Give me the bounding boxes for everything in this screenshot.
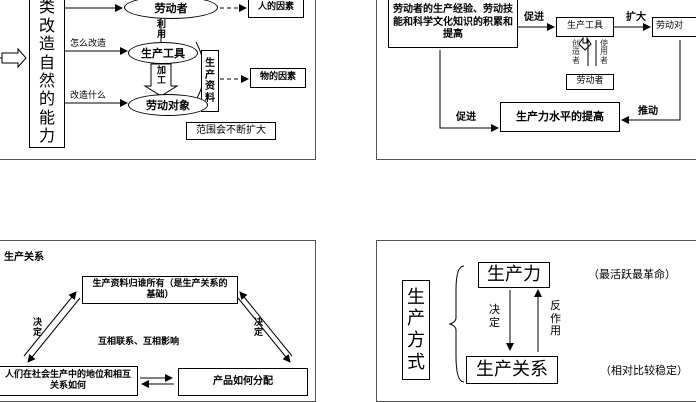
relations-title: 生产关系 bbox=[4, 252, 44, 263]
decide-label: 决 定 bbox=[489, 303, 500, 329]
means-char: 资 bbox=[205, 81, 215, 92]
decide-left-label: 决 定 bbox=[33, 318, 42, 339]
how-label: 怎么改造 bbox=[70, 39, 107, 49]
mode-char: 方 bbox=[407, 330, 425, 351]
ability-char: 的 bbox=[38, 89, 55, 109]
use-char: 用 bbox=[157, 30, 167, 41]
process-label: 加 工 bbox=[157, 66, 166, 87]
tools-box-label: 生产工具 bbox=[566, 21, 603, 32]
level-box: 生产力水平的提高 bbox=[500, 102, 620, 132]
decide-char: 定 bbox=[489, 315, 500, 329]
promote-bottom-label: 促进 bbox=[456, 112, 476, 123]
mode-char: 式 bbox=[407, 351, 425, 373]
distribution-label: 产品如何分配 bbox=[213, 375, 273, 387]
human-factor-box: 人的因素 bbox=[248, 0, 304, 18]
tools-label: 生产工具 bbox=[141, 47, 185, 60]
material-factor-label: 物的因素 bbox=[259, 72, 296, 83]
labor-person-label: 劳动者 bbox=[154, 1, 188, 15]
creator-char: 创 bbox=[572, 39, 580, 48]
decide-char: 定 bbox=[33, 328, 43, 339]
ability-char: 力 bbox=[38, 126, 55, 146]
user-char: 使 bbox=[600, 39, 608, 48]
ownership-box: 生产资料归谁所有（是生产关系的基础） bbox=[82, 276, 238, 304]
ability-char: 造 bbox=[38, 34, 55, 54]
forces-label: 生产力 bbox=[487, 263, 541, 285]
creator-label: 创 造 者 bbox=[572, 39, 580, 65]
level-label: 生产力水平的提高 bbox=[516, 110, 604, 124]
react-char: 反 bbox=[550, 299, 561, 312]
ability-char: 然 bbox=[38, 71, 55, 90]
decide-char: 定 bbox=[254, 328, 264, 339]
user-char: 用 bbox=[600, 47, 608, 57]
creator-char: 造 bbox=[572, 47, 580, 57]
status-label: 人们在社会生产中的地位和相互关系如何 bbox=[5, 369, 132, 391]
process-char: 加 bbox=[157, 66, 167, 76]
decide-char: 决 bbox=[489, 303, 500, 316]
tools-ellipse: 生产工具 bbox=[128, 42, 198, 64]
ability-char: 类 bbox=[38, 0, 55, 17]
react-char: 作 bbox=[550, 311, 561, 325]
means-char: 料 bbox=[205, 92, 215, 104]
promote-top-label: 促进 bbox=[524, 12, 544, 23]
distribution-box: 产品如何分配 bbox=[178, 368, 308, 396]
process-char: 工 bbox=[157, 76, 167, 87]
drive-label: 推动 bbox=[638, 106, 658, 117]
forces-note: （最活跃最革命） bbox=[588, 268, 676, 281]
labor-object-box: 劳动对 bbox=[652, 17, 696, 37]
worker-label: 劳动者 bbox=[576, 76, 604, 87]
experience-label: 劳动者的生产经验、劳动技能和科学文化知识的积累和提高 bbox=[393, 4, 513, 41]
ability-box: 类 改 造 自 然 的 能 力 bbox=[29, 0, 65, 148]
panel-labor-factors bbox=[0, 0, 316, 160]
means-char: 产 bbox=[205, 69, 215, 81]
expanding-label: 范围会不断扩大 bbox=[196, 124, 266, 136]
ability-char: 改 bbox=[38, 15, 55, 35]
labor-person-ellipse: 劳动者 bbox=[124, 0, 218, 19]
what-label: 改造什么 bbox=[70, 91, 107, 101]
expanding-box: 范围会不断扩大 bbox=[186, 122, 276, 140]
decide-right-label: 决 定 bbox=[254, 318, 263, 339]
ownership-label: 生产资料归谁所有（是生产关系的基础） bbox=[92, 278, 228, 300]
react-char: 用 bbox=[550, 324, 561, 338]
worker-box: 劳动者 bbox=[566, 74, 614, 90]
creator-char: 者 bbox=[572, 55, 580, 65]
use-label: 利 用 bbox=[157, 20, 166, 41]
decide-char: 决 bbox=[33, 318, 43, 328]
means-of-production-box: 生 产 资 料 bbox=[201, 50, 219, 112]
decide-char: 决 bbox=[254, 318, 264, 328]
mutual-label: 互相联系、互相影响 bbox=[98, 337, 180, 347]
ability-char: 能 bbox=[38, 107, 55, 127]
labor-object-ellipse: 劳动对象 bbox=[128, 94, 208, 116]
forces-box: 生产力 bbox=[478, 262, 550, 288]
ability-char: 自 bbox=[38, 52, 55, 72]
experience-box: 劳动者的生产经验、劳动技能和科学文化知识的积累和提高 bbox=[388, 0, 518, 48]
labor-object-label: 劳动对象 bbox=[146, 99, 190, 112]
status-box: 人们在社会生产中的地位和相互关系如何 bbox=[0, 366, 138, 396]
relations-note: （相对比较稳定） bbox=[600, 364, 688, 377]
mode-char: 产 bbox=[407, 308, 425, 330]
mode-char: 生 bbox=[407, 286, 425, 308]
relations-box: 生产关系 bbox=[466, 356, 558, 384]
expand-label: 扩大 bbox=[626, 12, 646, 23]
relations-label: 生产关系 bbox=[476, 358, 548, 380]
human-factor-label: 人的因素 bbox=[257, 2, 294, 13]
labor-object-partial-label: 劳动对 bbox=[656, 21, 684, 32]
panel-productivity-development bbox=[376, 0, 696, 160]
use-char: 利 bbox=[157, 20, 167, 30]
means-char: 生 bbox=[205, 58, 215, 69]
user-label: 使 用 者 bbox=[600, 39, 608, 65]
mode-box: 生 产 方 式 bbox=[402, 280, 430, 380]
tools-box: 生产工具 bbox=[556, 17, 614, 37]
react-label: 反 作 用 bbox=[550, 299, 561, 338]
user-char: 者 bbox=[600, 55, 608, 65]
material-factor-box: 物的因素 bbox=[250, 68, 306, 88]
